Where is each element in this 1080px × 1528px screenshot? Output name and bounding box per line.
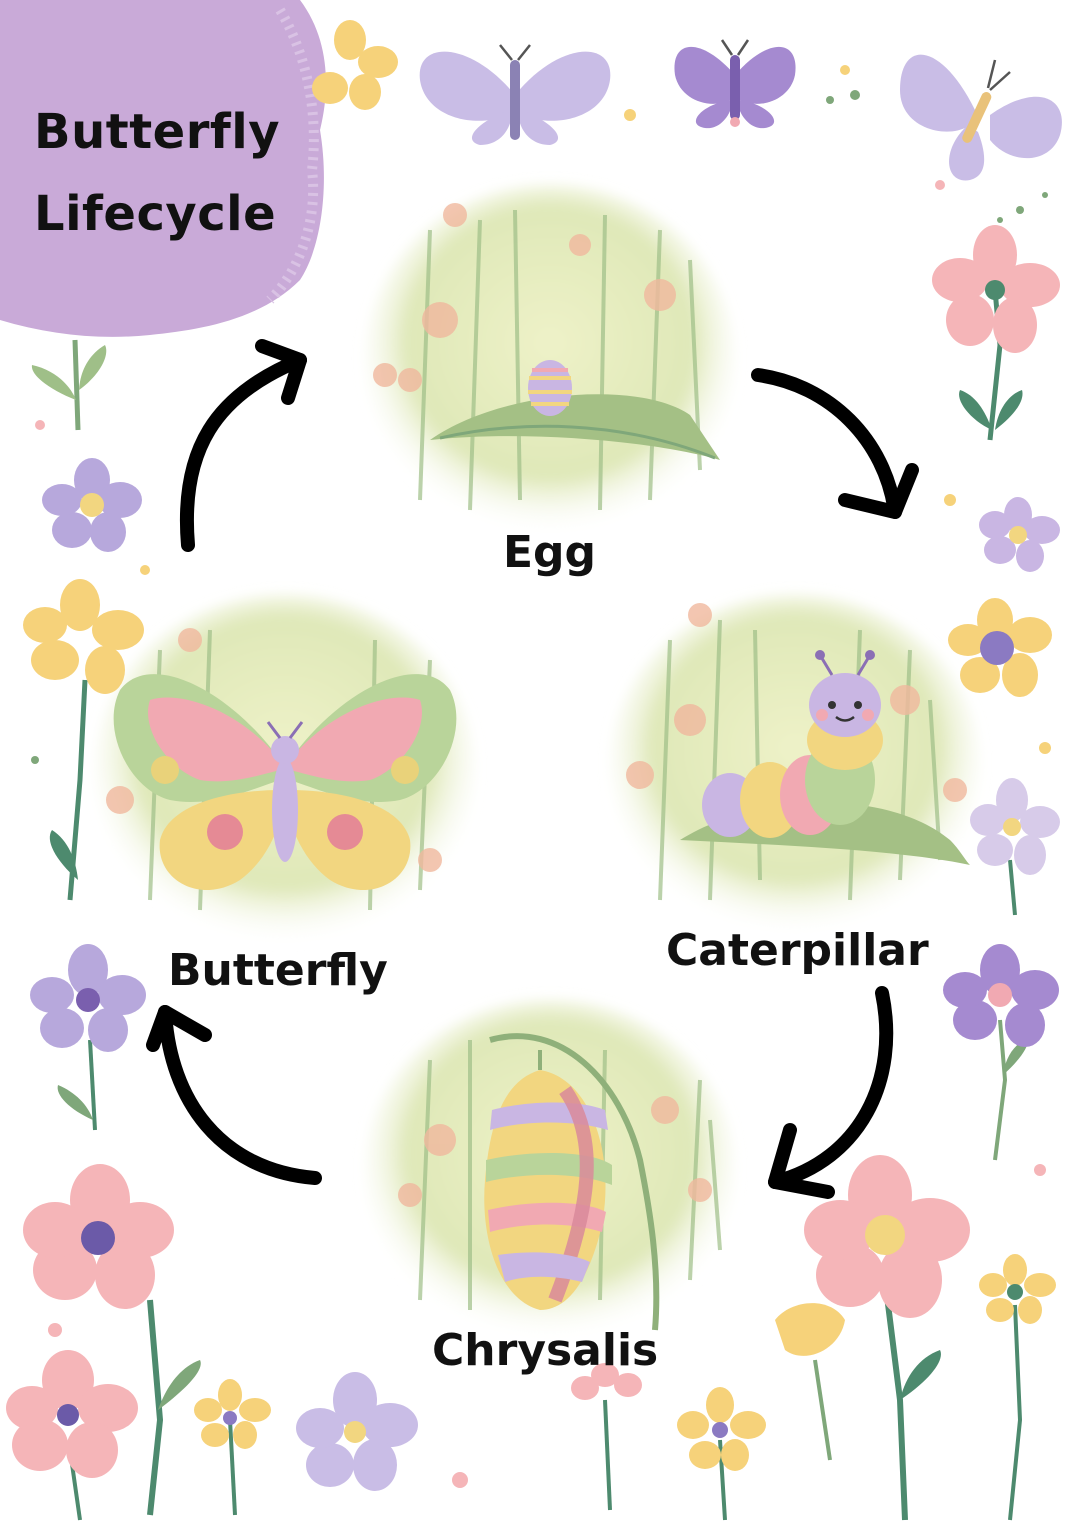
leaf-under-title — [31, 339, 107, 431]
flower-purple-left — [30, 944, 146, 1131]
butterfly-decoration-3 — [900, 54, 1062, 181]
flower-decorations — [6, 20, 1060, 1521]
arrow-butterfly-to-egg — [180, 339, 307, 552]
flower-pink-bottom-left — [6, 1350, 138, 1521]
flower-yellow-left — [23, 579, 144, 901]
flower-lilac-mid-right — [970, 778, 1060, 916]
flower-pink-bottom-center — [571, 1363, 642, 1511]
butterfly-decoration-1 — [419, 44, 611, 145]
flower-lilac-left — [42, 458, 142, 552]
stage-label-butterfly: Butterfly — [168, 945, 388, 996]
flower-lilac-right — [979, 497, 1060, 572]
stage-label-egg: Egg — [503, 527, 597, 578]
egg-illustration — [430, 360, 720, 460]
caterpillar-illustration — [680, 650, 970, 865]
chrysalis-illustration — [484, 1033, 660, 1331]
arrow-chrysalis-to-butterfly — [146, 1005, 322, 1185]
title-line-2: Lifecycle — [34, 186, 277, 242]
flower-yellow-bottom-center — [677, 1387, 766, 1521]
stage-label-caterpillar: Caterpillar — [666, 925, 929, 976]
cycle-arrows — [146, 339, 919, 1199]
flower-yellow-bottom-right — [979, 1254, 1056, 1521]
flower-purple-right — [943, 944, 1059, 1161]
flower-lilac-bottom — [296, 1372, 418, 1491]
flower-yellow-right — [948, 598, 1052, 697]
flower-pink-top-right — [932, 225, 1060, 441]
title-line-1: Butterfly — [34, 104, 280, 160]
butterfly-illustration — [113, 674, 457, 891]
flower-yellow-bottom-left — [194, 1379, 271, 1516]
flower-yellow-tulip — [775, 1303, 845, 1461]
stage-label-chrysalis: Chrysalis — [432, 1325, 659, 1376]
flower-yellow-top — [312, 20, 398, 110]
title-blob — [0, 0, 326, 337]
butterfly-decoration-2 — [674, 39, 796, 129]
flower-pink-left — [23, 1164, 201, 1516]
flower-pink-bottom-right — [804, 1155, 970, 1521]
arrow-egg-to-caterpillar — [751, 368, 919, 519]
arrow-caterpillar-to-chrysalis — [768, 986, 894, 1199]
